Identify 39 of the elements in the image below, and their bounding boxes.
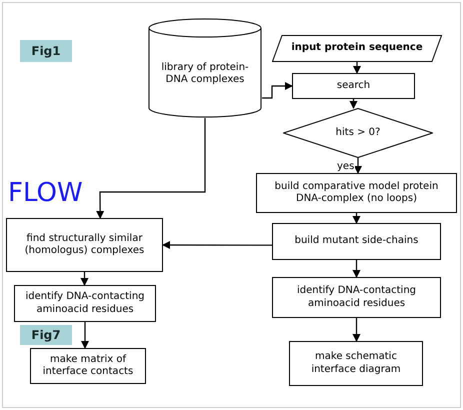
node-text: library of protein-DNA complexes bbox=[160, 62, 250, 86]
arrow bbox=[162, 241, 272, 250]
arrow bbox=[81, 322, 89, 349]
arrow bbox=[262, 82, 293, 99]
node-text: make matrix of interface contacts bbox=[42, 354, 134, 378]
node-text: input protein sequence bbox=[291, 42, 423, 55]
process-box bbox=[272, 277, 441, 318]
arrow bbox=[352, 318, 360, 342]
node-text: build comparative model protein DNA-complex (no loops) bbox=[274, 180, 440, 206]
arrow bbox=[353, 62, 361, 74]
node-text: search bbox=[336, 80, 370, 92]
decision-diamond bbox=[283, 108, 433, 158]
arrow bbox=[352, 213, 360, 224]
node-text: Fig7 bbox=[31, 328, 61, 342]
arrow bbox=[96, 118, 206, 219]
process-box bbox=[272, 223, 441, 260]
arrow bbox=[80, 272, 88, 286]
arrow bbox=[352, 260, 360, 278]
node-text: Fig1 bbox=[31, 44, 61, 58]
database-cylinder bbox=[148, 18, 262, 118]
process-box bbox=[6, 218, 163, 272]
node-text: hits > 0? bbox=[336, 126, 380, 140]
node-text: make schematic interface diagram bbox=[310, 351, 402, 376]
process-box bbox=[292, 73, 415, 99]
node-text: build mutant side-chains bbox=[294, 235, 418, 248]
process-box bbox=[289, 341, 423, 386]
arrow bbox=[354, 158, 362, 174]
node-text: identify DNA-contacting aminoacid residues bbox=[296, 285, 418, 310]
node-text: find structurally similar (homologus) complexes bbox=[24, 232, 146, 258]
flow-title: FLOW bbox=[8, 180, 83, 206]
edge-label: yes bbox=[336, 162, 356, 172]
arrow bbox=[350, 99, 358, 109]
figure-tag bbox=[20, 40, 72, 62]
process-box bbox=[14, 285, 156, 322]
input-parallelogram bbox=[272, 35, 442, 62]
figure-tag bbox=[20, 325, 72, 345]
process-box bbox=[30, 348, 146, 384]
node-text: identify DNA-contacting aminoacid residues bbox=[24, 291, 146, 316]
process-box bbox=[256, 173, 457, 213]
